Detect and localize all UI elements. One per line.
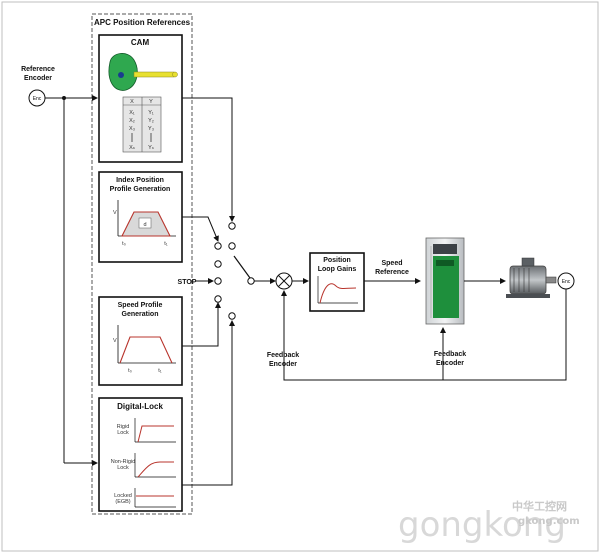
locked-line1: Locked [114,493,132,499]
step-response-plot [317,276,358,304]
svg-text:中华工控网: 中华工控网 [512,499,567,513]
svg-text:Enc: Enc [562,279,571,285]
nonrigid-line2: Lock [117,465,129,471]
rigid-line2: Lock [117,430,129,436]
position-loop-line1: Position [323,257,351,264]
cam-shape-icon [108,53,178,91]
feedback-encoder-symbol: Enc [557,272,575,290]
reference-encoder-label: Reference Encoder [21,66,55,82]
digital-lock-box [98,397,183,512]
reference-encoder-symbol: Enc [28,89,46,107]
svg-text:gongkong: gongkong [398,505,566,545]
speed-title-1: Speed Profile [118,302,163,309]
locked-egb-plot: Locked (EGB) [114,488,176,508]
svg-text:Enc: Enc [33,96,42,102]
svg-text:X₁: X₁ [129,110,135,116]
speed-profile-plot: V t₀ t₁ [113,325,176,374]
position-loop-line2: Loop Gains [318,266,357,273]
svg-text:gkong.com: gkong.com [518,516,580,527]
svg-text:X₃: X₃ [129,126,135,132]
feedback-right-line1: Feedback [434,351,466,358]
apc-title: APC Position References [94,18,191,27]
svg-text:Y: Y [149,99,153,105]
svg-text:X: X [130,99,134,105]
motor-icon [506,257,557,298]
stop-label: STOP [178,279,197,286]
drive-unit-icon [425,237,465,325]
svg-text:t₁: t₁ [164,241,168,247]
svg-text:t₁: t₁ [158,368,162,374]
apc-group-frame [91,13,193,515]
svg-text:X₂: X₂ [129,118,135,124]
svg-text:Y₂: Y₂ [148,118,154,124]
index-profile-plot: d V t₀ t₁ [113,200,176,247]
locked-line2: (EGB) [115,499,130,505]
summing-junction [275,272,293,290]
index-title-1: Index Position [116,177,164,184]
speed-reference-line2: Reference [375,269,409,276]
svg-text:Y₃: Y₃ [148,126,154,132]
index-title-2: Profile Generation [110,186,171,193]
svg-text:V: V [113,210,117,216]
watermark: gongkong 中华工控网 gkong.com [398,499,580,545]
svg-text:Yₙ: Yₙ [148,145,155,151]
nonrigid-line1: Non-Rigid [111,459,135,465]
svg-text:V: V [113,338,117,344]
rigid-lock-plot: Rigid Lock [117,418,176,443]
rigid-line1: Rigid [117,424,130,430]
reference-encoder-line1: Reference [21,66,55,73]
cam-table: X Y X₁ Y₁ X₂ Y₂ X₃ Y₃ Xₙ Yₙ [122,96,162,153]
svg-text:t₀: t₀ [128,368,132,374]
reference-encoder-line2: Encoder [24,75,52,82]
svg-text:d: d [143,222,146,228]
feedback-right-line2: Encoder [436,360,464,367]
position-loop-box [309,252,365,312]
svg-text:Xₙ: Xₙ [129,145,136,151]
nonrigid-lock-plot: Non-Rigid Lock [111,453,176,478]
selector-switch [214,222,255,320]
svg-text:Y₁: Y₁ [148,110,154,116]
speed-profile-box [98,296,183,386]
feedback-left-line2: Encoder [269,361,297,368]
speed-title-2: Generation [122,311,159,318]
cam-title: CAM [131,38,150,47]
speed-reference-line1: Speed [381,260,402,267]
svg-text:t₀: t₀ [122,241,126,247]
feedback-left-line1: Feedback [267,352,299,359]
digital-lock-title: Digital-Lock [117,402,163,411]
